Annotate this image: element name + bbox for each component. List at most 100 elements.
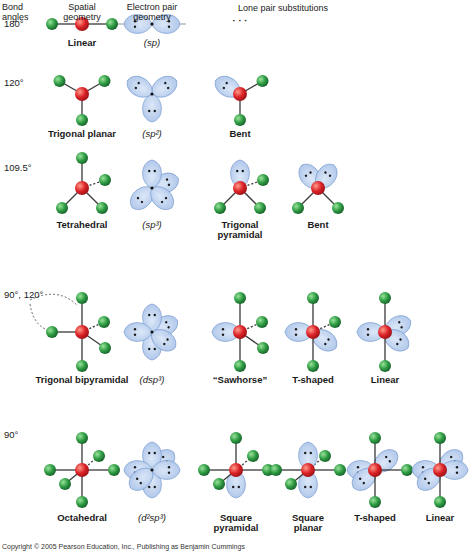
ligand-atom [99,342,111,354]
ligand-atom [76,292,88,304]
orbital-lobe [152,461,180,480]
hybridization-label: (sp³) [122,220,182,230]
octahedral-molecule [44,432,120,508]
central-atom [306,325,320,339]
ligand-atom [76,152,88,164]
ligand-atom [213,478,225,490]
ligand-atom [76,114,88,126]
ligand-atom [257,174,269,186]
ligand-atom [234,360,246,372]
ligand-atom [214,202,226,214]
ligand-atom [96,202,108,214]
bond-angle: 90° [4,430,48,440]
central-atom [75,87,89,101]
geometry-name: Trigonal pyramidal [212,220,268,241]
ligand-atom [46,18,58,30]
ligand-atom [230,432,242,444]
ligand-atom [108,464,120,476]
lone-pair-lobe [348,463,382,495]
trigonal-bipyramidal-molecule [46,292,111,372]
sawhorse-molecule [212,292,269,372]
ligand-atom [106,18,118,30]
ligand-atom [379,360,391,372]
central-atom [75,325,89,339]
bond-angle: 120° [4,78,48,88]
t-shaped-molecule [347,432,413,508]
central-atom [75,181,89,195]
central-atom [233,181,247,195]
ligand-atom [198,464,210,476]
geometry-name: Bent [288,220,348,230]
central-atom [368,463,382,477]
column-header: Lone pair substitutions [238,4,408,14]
linear-molecule [412,432,468,508]
ligand-atom [234,292,246,304]
ligand-atom [270,464,282,476]
ligand-atom [257,342,269,354]
lone-pair-lobe [413,463,447,495]
bond-angle: 180° [4,19,48,29]
geometry-name: Square planar [283,513,333,534]
bond-angle: 90°, 120° [4,290,64,300]
ligand-atom [434,496,446,508]
ligand-atom [76,360,88,372]
hybridization-label: (d²sp³) [122,513,182,523]
ligand-atom [56,202,68,214]
ellipsis-mark: · · · [220,16,260,26]
sp2-orbitals [123,72,181,122]
ligand-atom [369,496,381,508]
nucleus-dot [150,468,153,471]
geometry-name: Linear [355,375,415,385]
orbital-lobe [125,463,159,495]
ligand-atom [46,326,58,338]
ligand-atom [257,75,269,87]
ligand-atom [329,316,341,328]
orbital-lobe [124,323,152,342]
ligand-atom [98,316,110,328]
ligand-atom [307,360,319,372]
ligand-atom [332,202,344,214]
ligand-atom [76,432,88,444]
trigonal-pyramidal-molecule [214,160,269,214]
lone-pair-lobe [369,445,403,477]
hybridization-label: (sp²) [122,129,182,139]
geometry-name: Trigonal bipyramidal [27,375,137,385]
ligand-atom [59,478,71,490]
square-planar-molecule [270,442,346,498]
nucleus-dot [150,92,153,95]
geometry-name: T-shaped [278,375,348,385]
ligand-atom [54,75,66,87]
geometry-name: T-shaped [347,513,403,523]
ligand-atom [93,450,105,462]
orbital-lobe [143,94,162,122]
ligand-atom [401,464,413,476]
ligand-atom [256,316,268,328]
central-atom [75,463,89,477]
ligand-atom [44,464,56,476]
bond-angle: 109.5° [4,163,48,173]
central-atom [433,463,447,477]
ligand-atom [234,114,246,126]
orbital-lobe [147,324,181,355]
square-pyramidal-molecule [198,432,274,498]
ligand-atom [285,478,297,490]
ligand-atom [369,432,381,444]
ligand-atom [292,202,304,214]
copyright-notice: Copyright © 2005 Pearson Education, Inc.… [2,543,442,551]
ligand-atom [76,496,88,508]
ligand-atom [99,174,111,186]
dsp3-orbitals [124,304,181,360]
geometry-name: Tetrahedral [37,220,127,230]
central-atom [233,87,247,101]
linear-molecule [357,292,414,372]
ligand-atom [99,75,111,87]
ligand-atom [434,432,446,444]
ligand-atom [307,292,319,304]
orbital-lobe [123,72,157,102]
ligand-atom [379,292,391,304]
central-atom [311,181,325,195]
central-atom [233,325,247,339]
t-shaped-molecule [285,292,341,372]
